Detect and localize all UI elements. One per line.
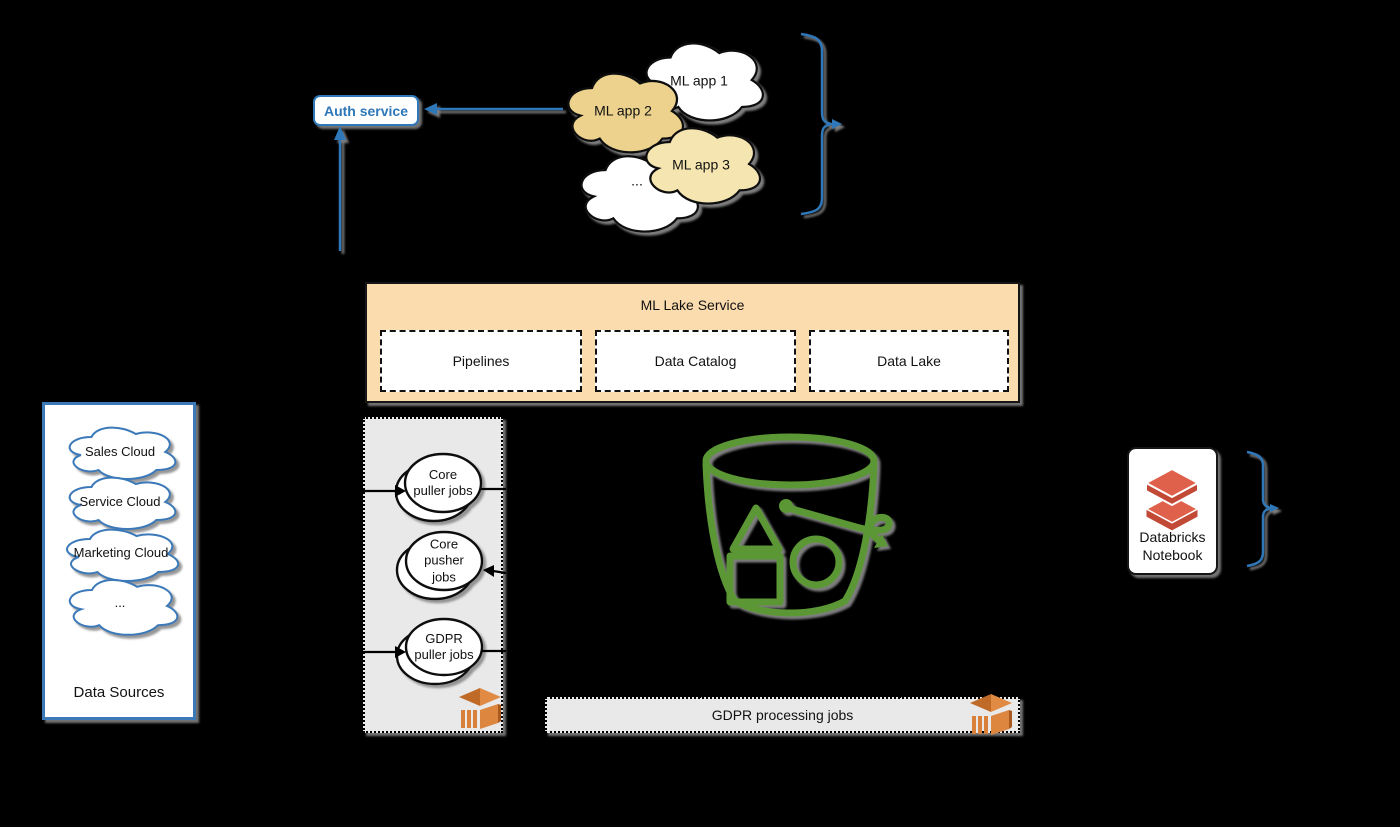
auth-connectors <box>334 103 563 251</box>
sales-cloud-label: Sales Cloud <box>84 443 156 459</box>
ml-apps-ellipsis-label: ... <box>631 172 643 189</box>
job-ellipses <box>394 452 484 686</box>
into-core-pusher-arrowhead <box>483 565 494 577</box>
ml-lake-service-box: ML Lake Service Pipelines Data Catalog D… <box>365 282 1020 403</box>
mlapps-to-auth-arrowhead <box>424 103 437 115</box>
pipelines-label: Pipelines <box>452 353 510 369</box>
into-core-pusher-line <box>492 569 507 575</box>
aws-icon-roof-right <box>480 688 501 706</box>
gdpr-puller-jobs-label: GDPR puller jobs <box>414 630 474 662</box>
databricks-layer-bottom-front <box>1145 508 1199 532</box>
aws-icon-roof-left <box>459 688 480 706</box>
gdpr-processing-jobs-bar: GDPR processing jobs <box>545 697 1020 733</box>
aws-batch-icon <box>459 688 501 729</box>
data-catalog-box: Data Catalog <box>595 330 796 392</box>
data-lake-box: Data Lake <box>809 330 1009 392</box>
core-pusher-jobs-ellipse <box>404 530 484 592</box>
aws-icon-stripe <box>972 716 976 734</box>
aws-icon-stripe <box>467 710 471 728</box>
databricks-logo-icon <box>1143 467 1201 532</box>
ml-app-2-label: ML app 2 <box>594 102 652 119</box>
ml-app-3-label: ML app 3 <box>672 156 730 173</box>
databricks-layer-top-front <box>1145 481 1199 507</box>
bucket-arrowhead <box>874 534 888 548</box>
ml-lake-service-title: ML Lake Service <box>640 297 745 313</box>
core-puller-jobs-label: Core puller jobs <box>413 466 473 498</box>
bucket-circle-object <box>789 535 843 589</box>
gdpr-processing-jobs-label: GDPR processing jobs <box>711 707 854 723</box>
bucket-square-object <box>726 552 784 606</box>
ml-apps-brace-tick <box>832 119 842 129</box>
aws-icon-body <box>480 704 498 729</box>
aws-icon-body-edge <box>1009 710 1012 729</box>
into-gdpr-puller-arrowhead <box>395 646 406 658</box>
aws-icon-stripe <box>473 710 477 728</box>
aws-batch-icon <box>970 694 1012 735</box>
bucket-triangle-object <box>729 504 783 553</box>
data-sources-ellipsis-label: ... <box>114 594 126 610</box>
braces <box>800 32 1279 568</box>
databricks-notebook-label: Databricks Notebook <box>1139 528 1206 563</box>
pipelines-box: Pipelines <box>380 330 582 392</box>
core-puller-jobs-ellipse <box>403 452 483 514</box>
core-pusher-jobs-label: Core pusher jobs <box>424 536 464 585</box>
ml-app-1-label: ML app 1 <box>670 72 728 89</box>
data-lake-label: Data Lake <box>877 353 941 369</box>
auth-vertical-arrowhead <box>334 126 346 140</box>
job-connectors <box>351 485 902 698</box>
service-cloud-label: Service Cloud <box>79 493 161 509</box>
databricks-brace-tick <box>1270 504 1279 512</box>
aws-icon-stripe <box>978 716 982 734</box>
aws-icon-body-edge <box>498 704 501 723</box>
auth-service-label: Auth service <box>323 102 409 119</box>
bucket-body <box>702 460 878 617</box>
bucket-arrow-line <box>788 505 893 545</box>
auth-service-box: Auth service <box>313 95 419 126</box>
aws-icon-stripe <box>461 710 465 728</box>
aws-icon-body <box>991 710 1009 735</box>
aws-icon-roof-left <box>970 694 991 712</box>
gdpr-puller-jobs-ellipse <box>404 617 484 677</box>
into-core-puller-arrowhead <box>395 485 406 497</box>
data-sources-title: Data Sources <box>73 684 165 701</box>
s3-bucket-icon <box>702 433 893 617</box>
aws-icon-stripe <box>984 716 988 734</box>
data-catalog-label: Data Catalog <box>654 353 737 369</box>
marketing-cloud-label: Marketing Cloud <box>73 544 169 560</box>
ml-apps-brace <box>800 32 836 216</box>
aws-icon-roof-right <box>991 694 1012 712</box>
